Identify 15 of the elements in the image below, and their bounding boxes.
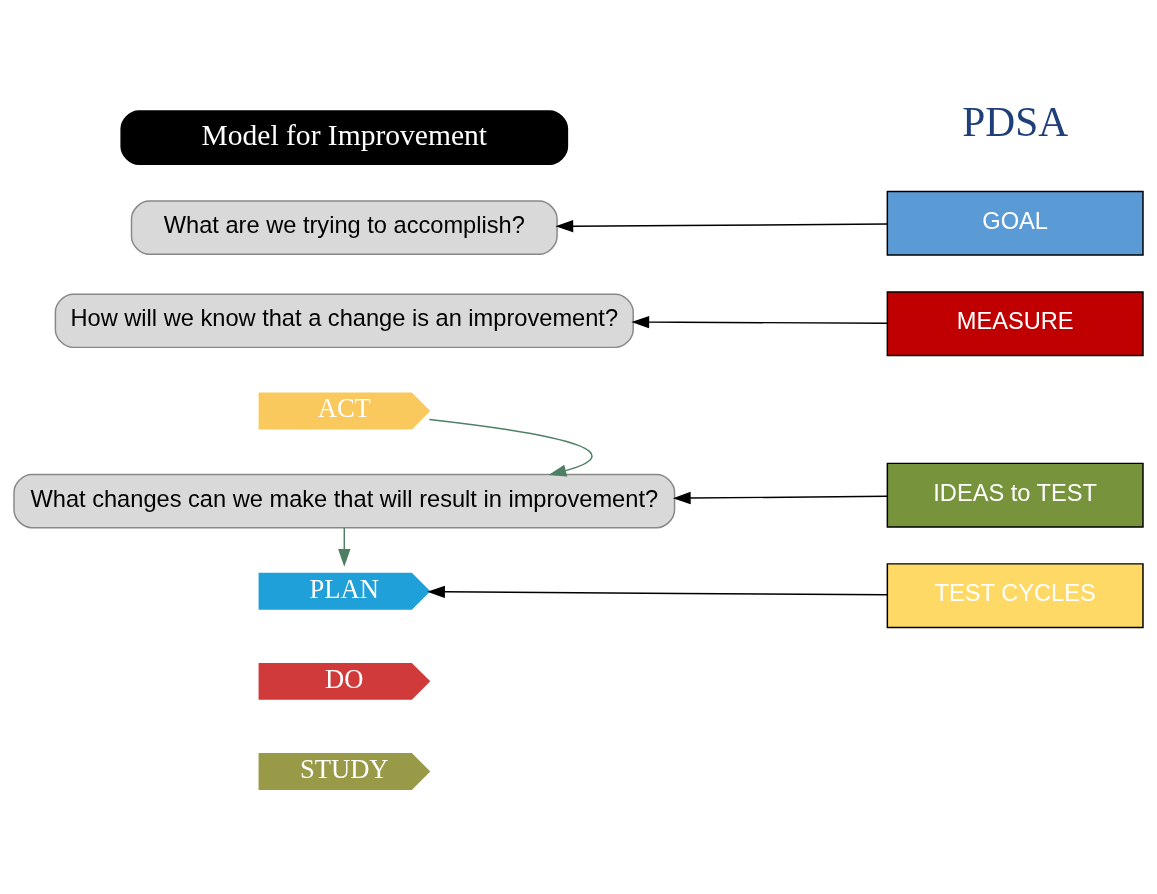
node-box: Model for Improvement — [120, 109, 569, 165]
node-box: MEASURE — [886, 290, 1144, 356]
arrow — [631, 315, 888, 328]
node-box: IDEAS to TEST — [886, 462, 1144, 528]
arrow — [672, 491, 888, 504]
node-box: TEST CYCLES — [886, 562, 1144, 628]
arrow — [427, 585, 888, 598]
node-box: What are we trying to accomplish? — [130, 199, 558, 255]
arrow — [555, 219, 888, 232]
node-box: What changes can we make that will result in improvement? — [13, 473, 676, 528]
arrow — [338, 526, 351, 567]
node-box: How will we know that a change is an improvement? — [54, 292, 634, 348]
label: PDSA — [962, 98, 1069, 145]
node-box: GOAL — [886, 190, 1144, 256]
arrow — [428, 418, 593, 477]
